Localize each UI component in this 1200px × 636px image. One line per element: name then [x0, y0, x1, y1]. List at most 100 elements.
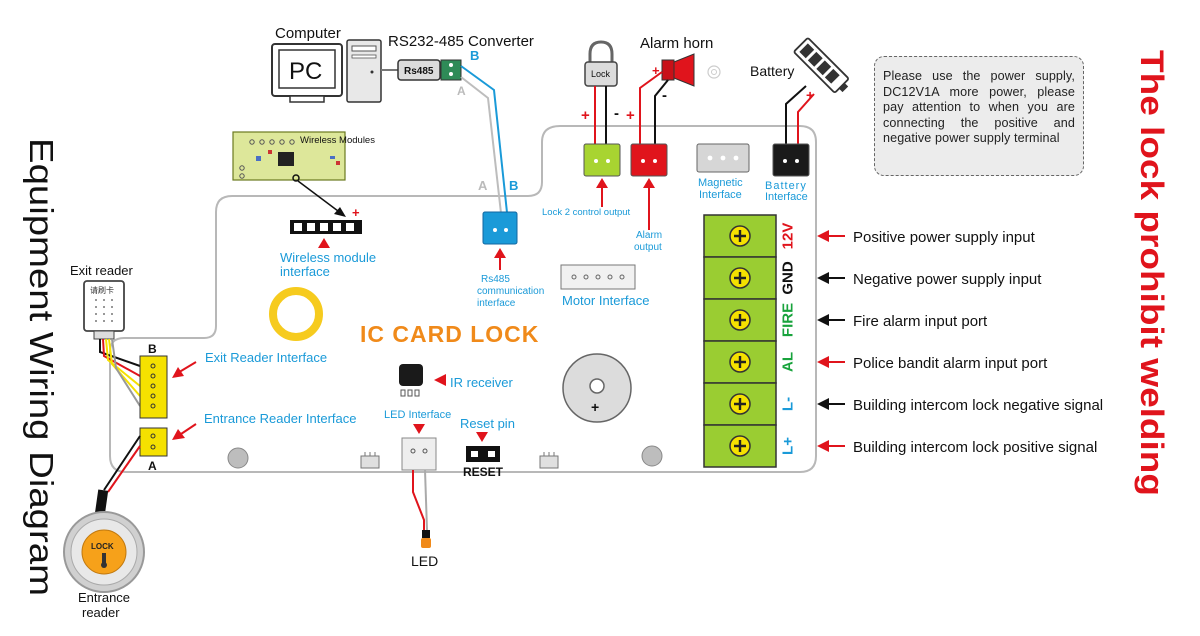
led-bulb [421, 530, 431, 548]
computer-label: Computer [275, 25, 341, 42]
wireless-iface-label-2: interface [280, 264, 330, 279]
ir-arrow [434, 374, 446, 386]
wireless-module-connector [290, 220, 362, 234]
battery-iface-label-2: Interface [765, 191, 808, 203]
alarm-horn-label: Alarm horn [640, 35, 713, 52]
battery-wire-black [785, 85, 807, 148]
side-title: Equipment Wiring Diagram [23, 138, 60, 596]
terminal-arrow-head [817, 440, 829, 452]
entrance-arrow-head [172, 429, 185, 440]
rs485-wire-a [460, 76, 503, 223]
led-iface-label: LED Interface [384, 409, 451, 421]
lock2-label: Lock 2 control output [542, 207, 631, 218]
note-line: Please use the power supply, [883, 69, 1075, 83]
terminal-screw-slot [734, 272, 746, 284]
motor-label: Motor Interface [562, 293, 649, 308]
alarm-output-label-1: Alarm [636, 230, 662, 241]
lock-plus: + [581, 107, 590, 124]
motor-connector [560, 264, 636, 290]
terminal-description: Positive power supply input [853, 229, 1036, 246]
small-chip-left [360, 452, 380, 469]
exit-reader-device: 请刷卡 [83, 280, 125, 340]
battery-connector [772, 143, 810, 177]
reset-pin-label: Reset pin [460, 416, 515, 431]
led-connector [401, 437, 437, 471]
entrance-reader-connector [139, 427, 168, 457]
exit-reader-label: Exit reader [70, 263, 134, 278]
terminal-arrow-head [817, 398, 829, 410]
buzzer [562, 353, 632, 423]
exit-wire-black [99, 339, 141, 367]
terminal-description: Police bandit alarm input port [853, 355, 1048, 372]
ir-label: IR receiver [450, 375, 514, 390]
terminal-slot-gnd: GND Negative power supply input [703, 256, 1042, 300]
horn-wire-red [639, 71, 663, 148]
entrance-reader-label-1: Entrance [78, 590, 130, 605]
ir-receiver [399, 364, 423, 397]
entrance-reader-device: LOCK [63, 511, 145, 593]
exit-arrow-head [172, 367, 184, 378]
battery-iface-label-1: Battery [765, 180, 807, 192]
converter-pin-b: B [470, 48, 479, 63]
alarm-output-label-2: output [634, 242, 662, 253]
lock-minus: - [614, 105, 619, 122]
led-wire-red [412, 470, 425, 530]
exit-iface-label: Exit Reader Interface [205, 350, 327, 365]
terminal-description: Negative power supply input [853, 271, 1042, 288]
exit-pin-b: B [148, 342, 157, 356]
converter-label: RS232-485 Converter [388, 33, 534, 50]
warning-title: The lock prohibit welding [1134, 50, 1170, 496]
rs485-connector [482, 211, 518, 245]
entrance-reader-face-text: LOCK [91, 542, 114, 551]
pc-screen-text: PC [289, 58, 322, 85]
lock-text: Lock [591, 69, 611, 79]
terminal-slot-l: L- Building intercom lock negative signal [703, 382, 1103, 426]
alarm-horn [661, 53, 721, 87]
converter-body-text: Rs485 [404, 66, 434, 77]
terminal-code-label: GND [780, 261, 797, 295]
board-outline [109, 125, 817, 473]
rs485-arrow [494, 248, 506, 270]
horn-wire-black [654, 79, 669, 148]
mount-hole-right [641, 445, 663, 467]
rs485-converter: Rs485 [381, 59, 462, 81]
alarm-plus: + [626, 107, 635, 124]
terminal-arrow-head [817, 230, 829, 242]
led-label: LED [411, 553, 438, 569]
wireless-module-board: Wireless Modules [232, 131, 375, 181]
alarm-minus: - [662, 87, 667, 104]
terminal-code-label: 12V [780, 223, 797, 250]
exit-reader-face-text: 请刷卡 [90, 285, 114, 295]
alarm-output-arrow [643, 178, 655, 230]
rs485-label-1: Rs485 [481, 274, 510, 285]
battery-plus: + [806, 87, 814, 103]
terminal-code-label: L- [780, 397, 797, 411]
terminal-description: Building intercom lock negative signal [853, 397, 1103, 414]
reset-header [466, 446, 500, 462]
wireless-iface-label-1: Wireless module [280, 250, 376, 265]
lock2-arrow [596, 178, 608, 207]
battery-wire-red [797, 93, 815, 148]
wireless-arrow [318, 238, 330, 248]
led-iface-arrow [413, 424, 425, 434]
magnetic-connector [696, 143, 750, 173]
terminal-screw-slot [734, 398, 746, 410]
computer-tower [346, 39, 382, 103]
terminal-code-label: FIRE [780, 303, 797, 337]
terminal-arrow-head [817, 314, 829, 326]
terminal-screw-slot [734, 314, 746, 326]
entrance-pin-a: A [148, 459, 157, 473]
mount-hole-left [227, 447, 249, 469]
buzzer-plus: + [591, 399, 599, 415]
lock-device: Lock [584, 40, 618, 87]
entrance-wire-black [103, 435, 141, 491]
terminal-screw-slot [734, 230, 746, 242]
terminal-description: Fire alarm input port [853, 313, 988, 330]
exit-wire-red [102, 338, 141, 377]
terminal-arrow-head [817, 272, 829, 284]
led-wire-gray [424, 469, 428, 531]
converter-pin-a: A [457, 84, 466, 98]
small-chip-right [539, 452, 559, 469]
